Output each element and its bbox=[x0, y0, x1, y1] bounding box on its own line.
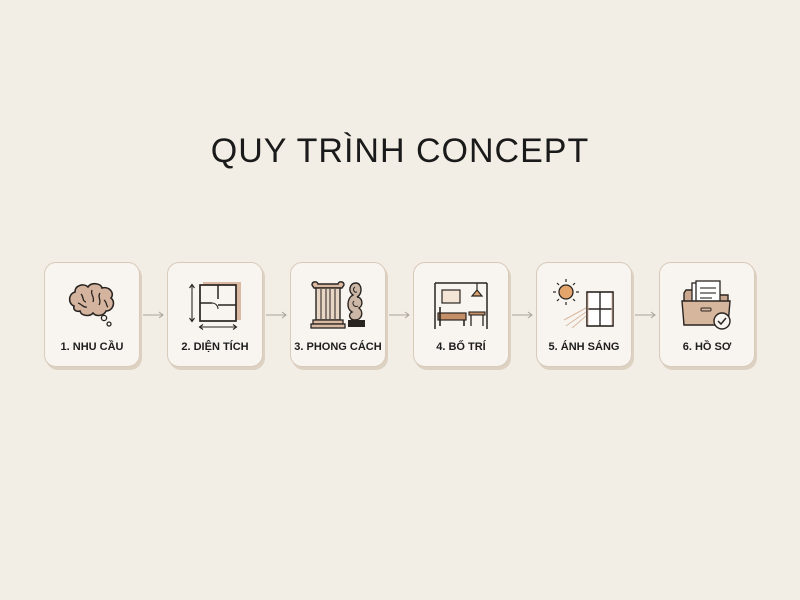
sun-window-icon bbox=[537, 277, 631, 333]
process-flow: 1. NHU CẦU 2. DIỆN TÍCH bbox=[44, 262, 755, 367]
arrow-right-icon bbox=[632, 310, 659, 320]
arrow-right-icon bbox=[140, 310, 167, 320]
step-label: 3. PHONG CÁCH bbox=[294, 341, 382, 353]
room-layout-icon bbox=[414, 277, 508, 333]
step-label: 4. BỐ TRÍ bbox=[436, 341, 486, 353]
arrow-right-icon bbox=[386, 310, 413, 320]
brain-thought-icon bbox=[45, 277, 139, 333]
column-sculpture-icon bbox=[291, 277, 385, 333]
step-label: 2. DIỆN TÍCH bbox=[181, 341, 249, 353]
step-card-6: 6. HỒ SƠ bbox=[659, 262, 755, 367]
diagram-title: QUY TRÌNH CONCEPT bbox=[210, 132, 590, 170]
step-card-5: 5. ÁNH SÁNG bbox=[536, 262, 632, 367]
step-card-4: 4. BỐ TRÍ bbox=[413, 262, 509, 367]
step-label: 5. ÁNH SÁNG bbox=[548, 341, 620, 353]
step-card-2: 2. DIỆN TÍCH bbox=[167, 262, 263, 367]
folder-check-icon bbox=[660, 277, 754, 333]
arrow-right-icon bbox=[509, 310, 536, 320]
step-label: 1. NHU CẦU bbox=[60, 341, 124, 353]
step-label: 6. HỒ SƠ bbox=[682, 341, 732, 353]
step-card-3: 3. PHONG CÁCH bbox=[290, 262, 386, 367]
arrow-right-icon bbox=[263, 310, 290, 320]
step-card-1: 1. NHU CẦU bbox=[44, 262, 140, 367]
floor-plan-icon bbox=[168, 277, 262, 333]
